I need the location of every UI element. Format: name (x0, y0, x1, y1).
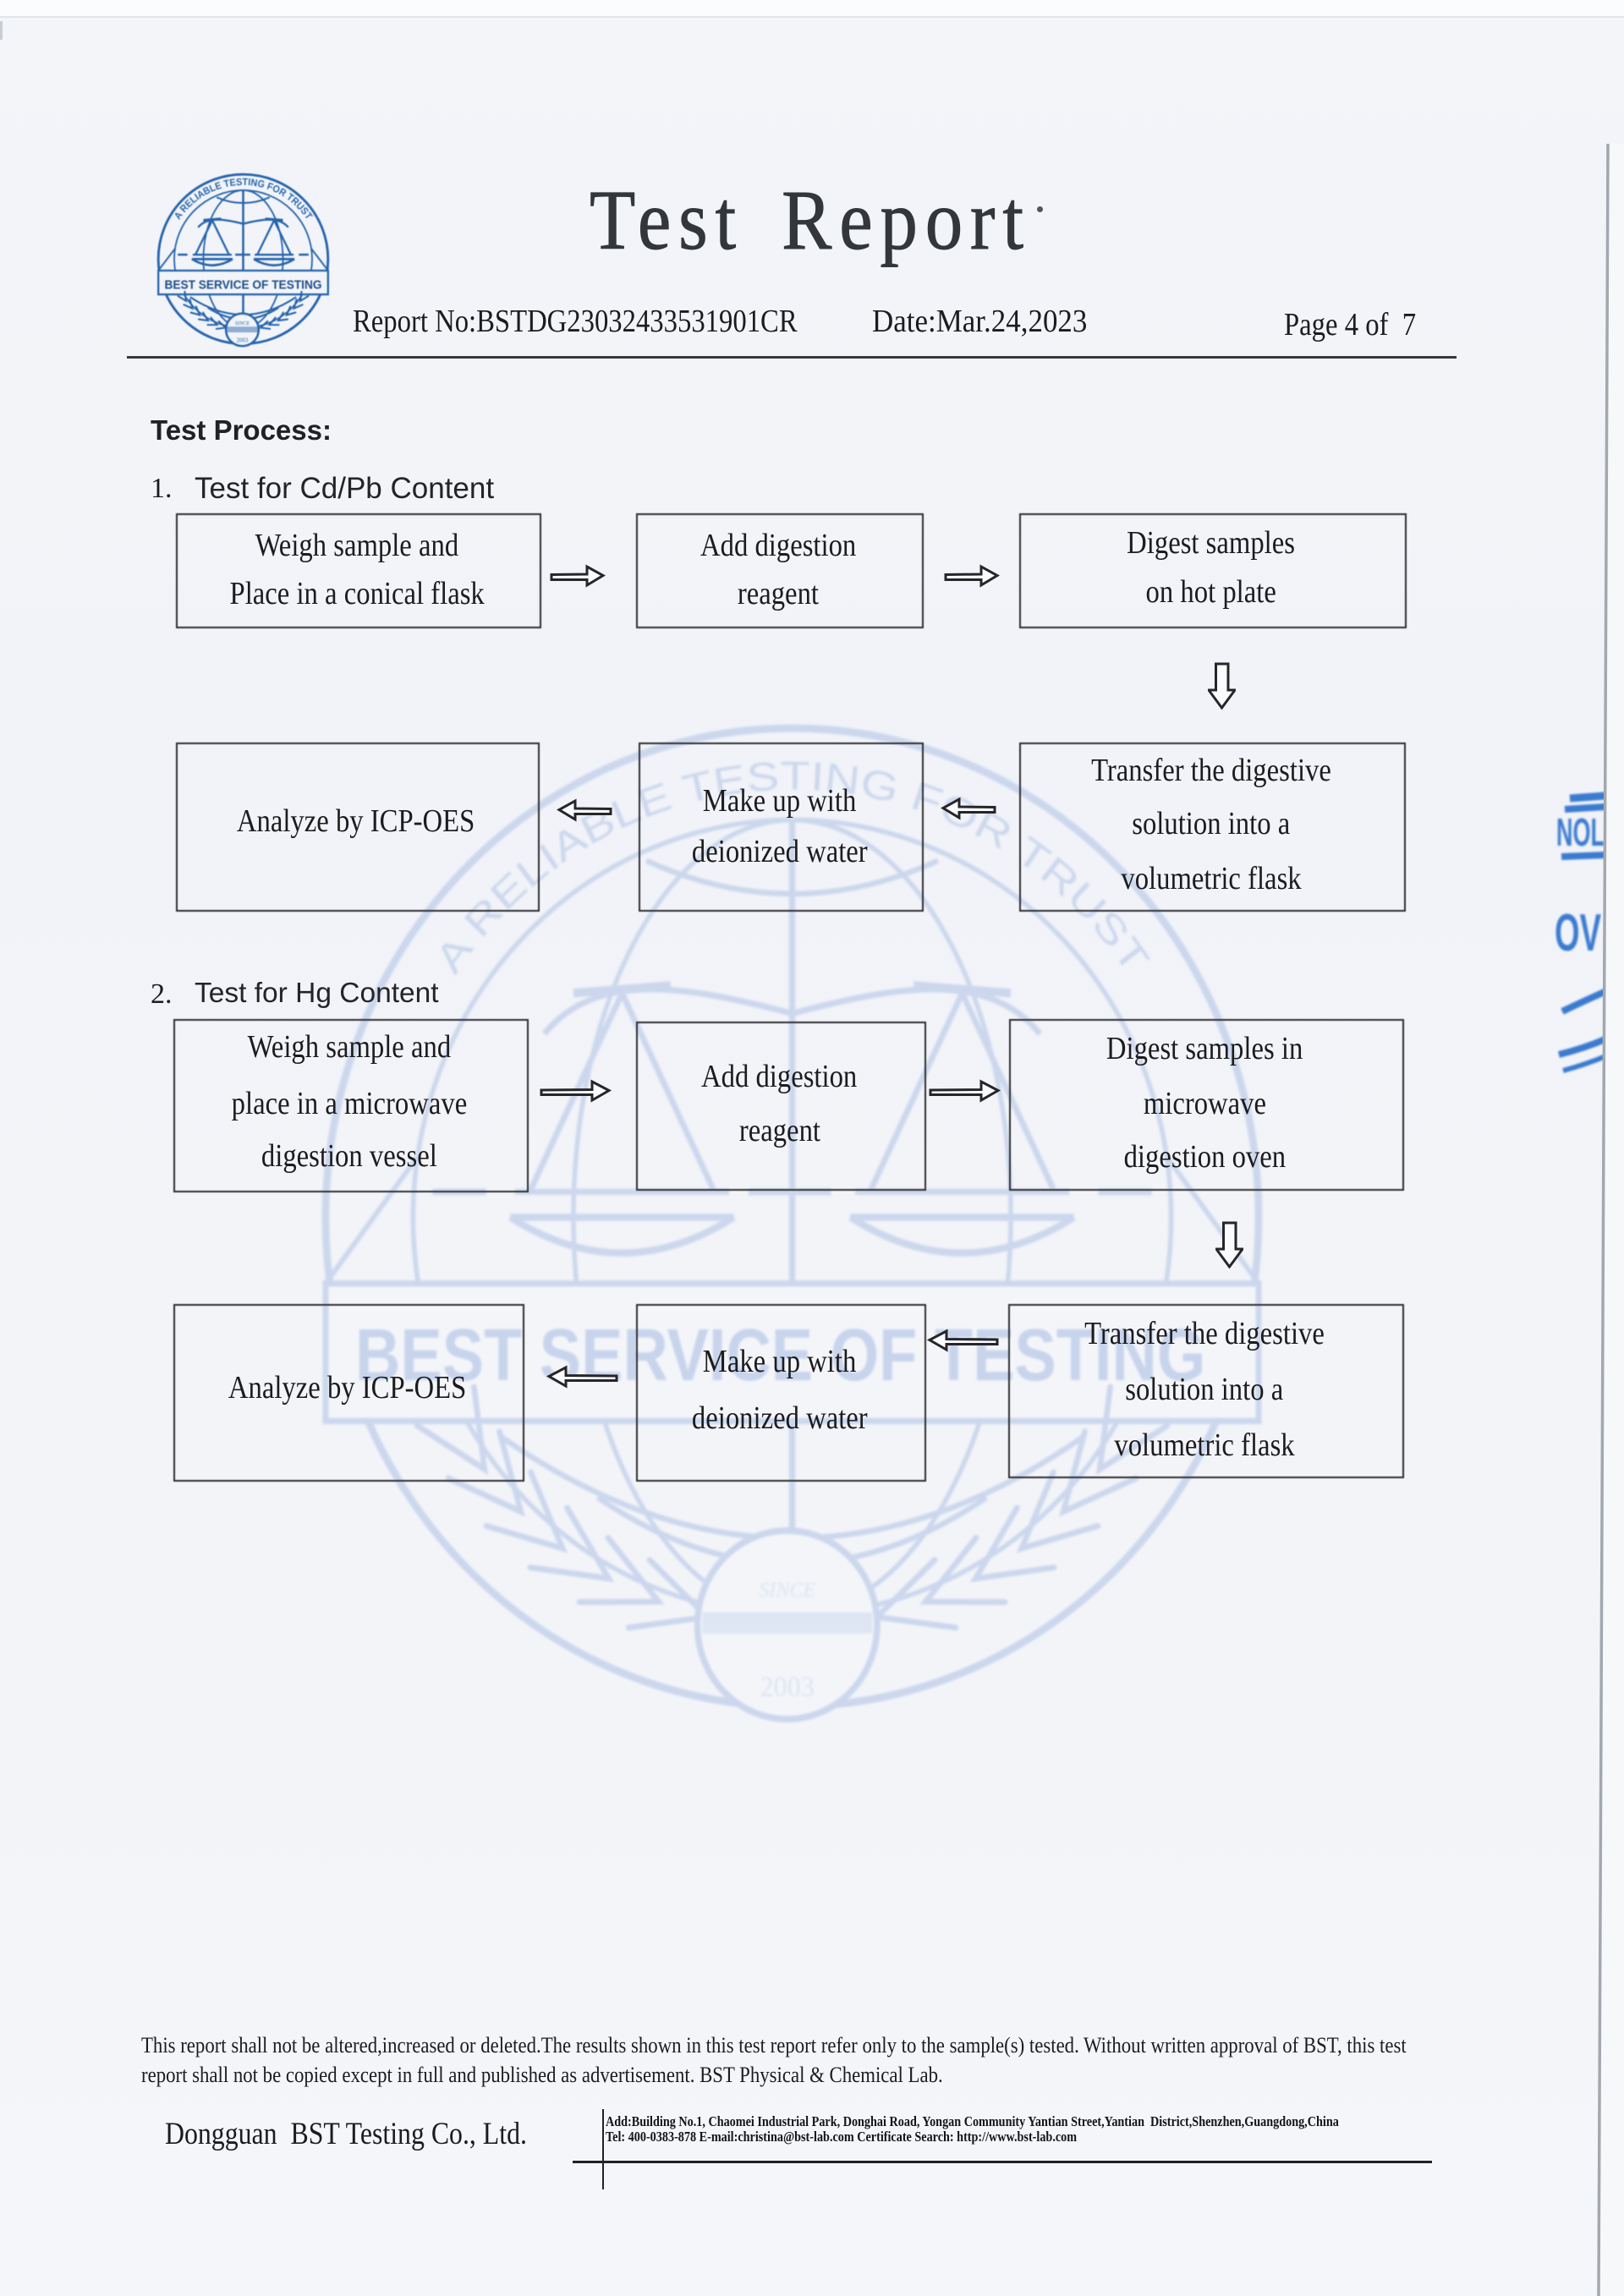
svg-text:SINCE: SINCE (759, 1579, 815, 1603)
svg-text:2003: 2003 (237, 338, 249, 344)
svg-text:BEST SERVICE OF TESTING: BEST SERVICE OF TESTING (164, 277, 321, 292)
svg-text:SINCE: SINCE (235, 321, 250, 326)
svg-text:BEST SERVICE OF TESTING: BEST SERVICE OF TESTING (355, 1314, 1205, 1396)
svg-text:OV: OV (1555, 904, 1601, 962)
svg-text:2003: 2003 (760, 1672, 815, 1703)
svg-text:NOL: NOL (1556, 810, 1605, 854)
